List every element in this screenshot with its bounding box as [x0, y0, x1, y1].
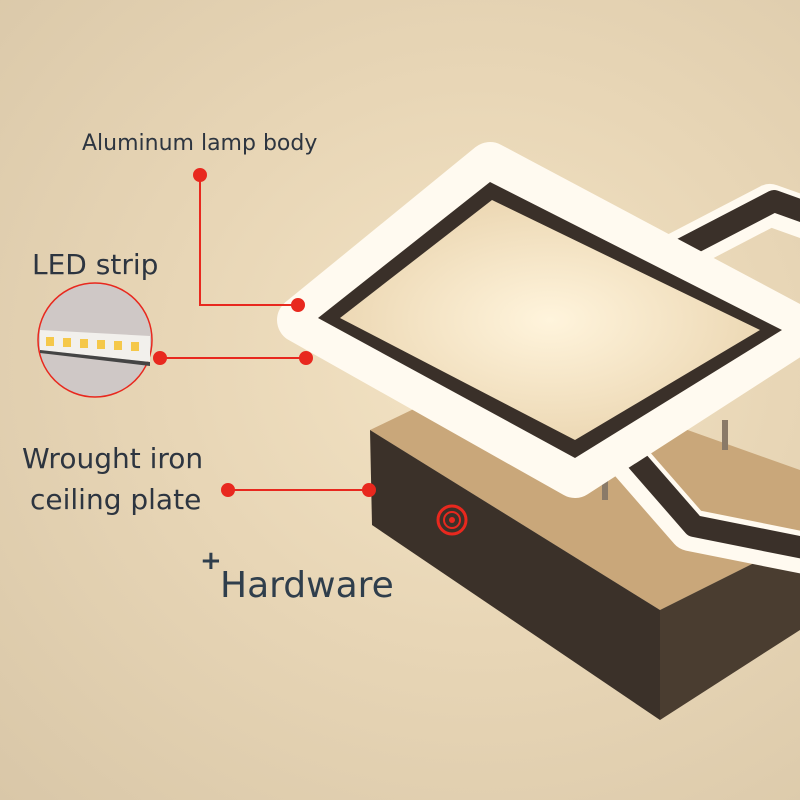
target-button-icon: [436, 504, 468, 536]
label-led-strip: LED strip: [32, 248, 159, 281]
label-ceiling-plate-line1: Wrought iron: [22, 442, 204, 475]
plus-icon: +: [200, 546, 222, 576]
lamp-ring-back: [499, 184, 800, 574]
led-strip-zoom: [37, 282, 153, 398]
label-hardware: Hardware: [220, 565, 394, 606]
callout-lines: [153, 168, 376, 497]
label-aluminum-lamp-body: Aluminum lamp body: [82, 131, 318, 156]
label-ceiling-plate-line2: ceiling plate: [30, 483, 202, 516]
lamp-ring-front: [277, 142, 800, 498]
